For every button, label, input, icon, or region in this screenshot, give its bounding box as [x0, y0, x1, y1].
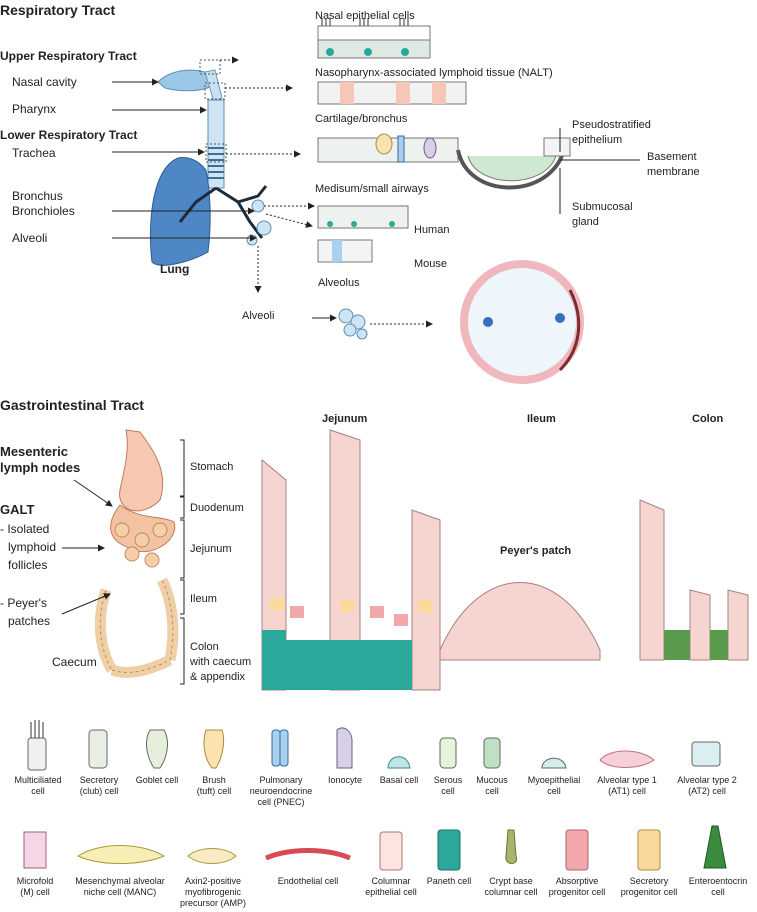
endothelial-cell-icon: [265, 848, 351, 861]
tuft-cell-icon: [203, 729, 225, 769]
legend-label: Crypt base columnar cell: [484, 876, 538, 897]
m-cell-icon: [23, 831, 47, 869]
gi-region-brackets: [180, 439, 185, 685]
gi-tract-illustration: [94, 429, 179, 678]
legend-label: Mucous cell: [476, 775, 508, 796]
legend-label: Multiciliated cell: [14, 775, 62, 796]
legend-label: Myoepithelial cell: [527, 775, 581, 796]
label-nalt: Nasopharynx-associated lymphoid tissue (…: [315, 67, 553, 79]
legend-label: Alveolar type 1 (AT1) cell: [597, 775, 657, 796]
legend-label: Enteroentocrin cell: [688, 876, 748, 897]
label-duodenum: Duodenum: [190, 502, 244, 514]
at1-cell-icon: [599, 750, 655, 768]
myoepithelial-cell-icon: [541, 757, 567, 769]
label-caecum: Caecum: [52, 655, 97, 669]
columnar-cell-icon: [379, 831, 403, 871]
label-galt: GALT: [0, 502, 35, 517]
label-alveoli: Alveoli: [12, 231, 48, 245]
legend-label: Serous cell: [433, 775, 463, 796]
label-pseudostratified-1: Pseudostratified: [572, 119, 651, 131]
legend-label: Goblet cell: [135, 775, 179, 785]
lower-respiratory-title: Lower Respiratory Tract: [0, 128, 138, 142]
label-nasal-epithelial-cells: Nasal epithelial cells: [315, 10, 415, 22]
label-basement-1: Basement: [647, 151, 697, 163]
legend-label: Microfold (M) cell: [16, 876, 54, 897]
legend-label: Mesenchymal alveolar niche cell (MANC): [75, 876, 165, 897]
label-isolated-3: follicles: [8, 558, 48, 572]
label-colon-2: with caecum: [190, 656, 252, 668]
alveolus-illustration: [312, 260, 584, 384]
label-mesenteric-1: Mesenteric: [0, 444, 68, 459]
label-basement-2: membrane: [647, 166, 700, 178]
label-isolated-1: - Isolated: [0, 522, 50, 536]
label-nasal-cavity: Nasal cavity: [12, 75, 77, 89]
label-cartilage-bronchus: Cartilage/bronchus: [315, 113, 408, 125]
legend-label: Pulmonary neuroendocrine cell (PNEC): [249, 775, 313, 807]
respiratory-title: Respiratory Tract: [0, 2, 116, 18]
label-isolated-2: lymphoid: [8, 540, 57, 554]
secretory-progenitor-icon: [637, 829, 661, 871]
nose-illustration: [157, 59, 226, 103]
column-colon: Colon: [692, 413, 724, 425]
label-medium-small-airways: Medisum/small airways: [315, 183, 429, 195]
serous-cell-icon: [439, 737, 457, 769]
absorptive-progenitor-icon: [565, 829, 589, 871]
label-peyers-2: patches: [8, 614, 51, 628]
legend-label: Ionocyte: [327, 775, 363, 785]
ionocyte-icon: [336, 727, 353, 769]
legend-label: Secretory progenitor cell: [620, 876, 678, 897]
label-lung: Lung: [160, 262, 190, 276]
legend-label: Paneth cell: [426, 876, 472, 886]
legend-label: Absorptive progenitor cell: [548, 876, 606, 897]
gi-title: Gastrointestinal Tract: [0, 397, 144, 413]
club-cell-icon: [88, 729, 108, 769]
amp-icon: [187, 848, 237, 864]
nalt-strip: [317, 81, 467, 105]
label-peyers-1: - Peyer's: [0, 596, 47, 610]
label-submucosal-2: gland: [572, 216, 599, 228]
goblet-cell-icon: [146, 729, 168, 769]
legend-label: Secretory (club) cell: [79, 775, 119, 796]
label-pharynx: Pharynx: [12, 102, 57, 116]
label-jejunum: Jejunum: [190, 543, 232, 555]
basal-cell-icon: [387, 756, 411, 769]
legend-label: Columnar epithelial cell: [365, 876, 417, 897]
label-mouse: Mouse: [414, 258, 448, 270]
trachea-illustration: [205, 99, 227, 189]
label-stomach: Stomach: [190, 461, 234, 473]
label-bronchus: Bronchus: [12, 189, 63, 203]
legend-label: Alveolar type 2 (AT2) cell: [677, 775, 737, 796]
legend-label: Axin2-positive myofibrogenic precursor (…: [179, 876, 246, 908]
label-peyers-patch: Peyer's patch: [500, 545, 572, 557]
column-jejunum: Jejunum: [322, 413, 368, 425]
label-alveoli-bottom: Alveoli: [242, 310, 275, 322]
label-submucosal-1: Submucosal: [572, 201, 633, 213]
at2-cell-icon: [691, 741, 721, 767]
bronchus-strip: [317, 133, 571, 190]
multiciliated-cell-icon: [27, 720, 47, 771]
enteroendocrine-cell-icon: [703, 825, 727, 869]
legend-label: Brush (tuft) cell: [196, 775, 232, 796]
mucous-cell-icon: [483, 737, 501, 769]
pnec-icon: [271, 729, 289, 767]
nasal-epithelium-strip: [317, 18, 431, 59]
label-trachea: Trachea: [12, 146, 56, 160]
label-colon-3: & appendix: [190, 671, 246, 683]
cbc-icon: [505, 829, 518, 864]
label-pseudostratified-2: epithelium: [572, 134, 623, 146]
label-bronchioles: Bronchioles: [12, 204, 75, 218]
label-mesenteric-2: lymph nodes: [0, 460, 81, 475]
small-airways-strip: [317, 205, 409, 263]
label-human: Human: [414, 224, 450, 236]
paneth-cell-icon: [437, 829, 461, 871]
legend-label: Endothelial cell: [277, 876, 339, 886]
label-colon-1: Colon: [190, 641, 219, 653]
label-ileum: Ileum: [190, 593, 217, 605]
label-alveolus: Alveolus: [318, 277, 360, 289]
manc-icon: [76, 845, 166, 864]
legend-label: Basal cell: [379, 775, 419, 785]
upper-respiratory-title: Upper Respiratory Tract: [0, 49, 137, 63]
column-ileum: Ileum: [527, 413, 556, 425]
